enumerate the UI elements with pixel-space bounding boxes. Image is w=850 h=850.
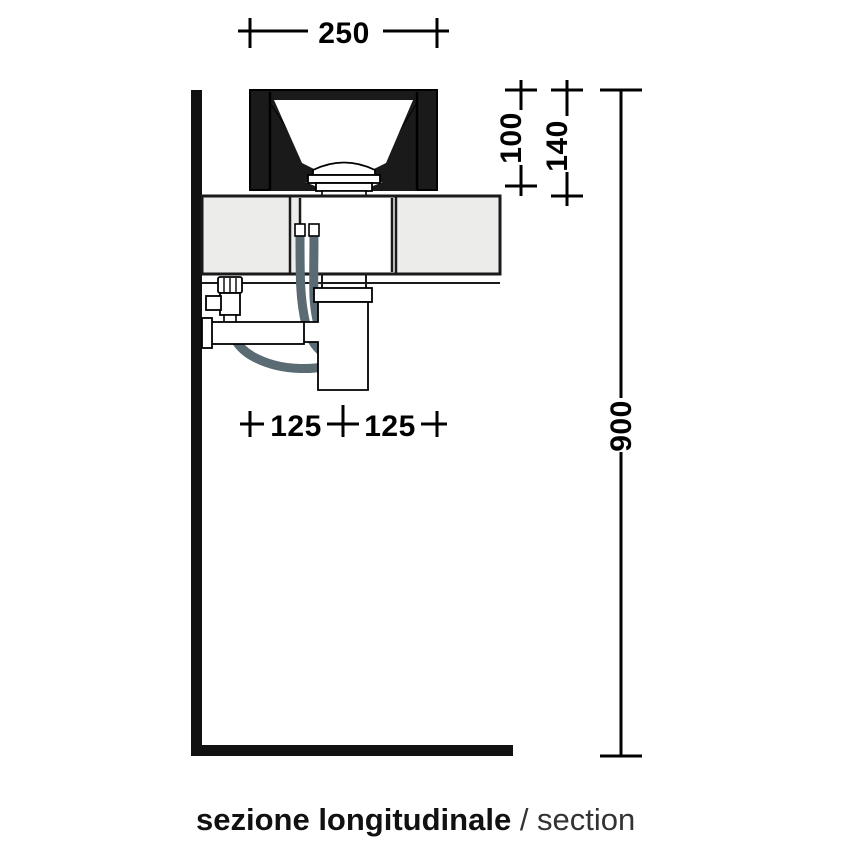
hose-connector-a [294, 223, 306, 237]
wall-section [191, 90, 202, 756]
waste-wall-escutcheon [201, 317, 213, 349]
basin-slope-left [270, 104, 330, 183]
dim-100-label: 100 [495, 112, 528, 164]
valve-wall-inlet [205, 295, 222, 311]
caption-text: sezione longitudinale / section [196, 802, 635, 837]
drain-flange-upper [307, 174, 381, 184]
counter-panel-group [200, 194, 502, 284]
dim-900-label: 900 [605, 400, 638, 452]
waste-pipe-horizontal [205, 321, 305, 345]
valve-body [219, 292, 241, 316]
dim-125-right-label: 125 [364, 410, 416, 443]
caption-separator: / [511, 802, 537, 837]
basin-underside [270, 150, 417, 191]
hose-connector-b [308, 223, 320, 237]
basin-slope-right [360, 104, 417, 183]
floor-line [191, 745, 513, 756]
dimension-140-group: 140 [541, 80, 583, 206]
caption-group: sezione longitudinale / section [196, 802, 635, 837]
dimension-125-group: 125 125 [240, 405, 447, 443]
dimension-250-group: 250 [238, 17, 449, 50]
basin-inner-cavity [274, 100, 413, 176]
dim-250-label: 250 [318, 17, 370, 50]
trap-body [301, 301, 369, 391]
caption-light-part: section [537, 802, 635, 837]
dimension-100-group: 100 [495, 80, 537, 196]
caption-bold-part: sezione longitudinale [196, 802, 511, 837]
dim-125-left-label: 125 [270, 410, 322, 443]
wall-and-floor-group [191, 90, 513, 756]
bottle-trap [201, 287, 373, 391]
washbasin-funnel [249, 89, 438, 191]
angle-valve [205, 276, 243, 326]
basin-side-walls [268, 92, 419, 190]
dim-140-label: 140 [541, 120, 574, 172]
trap-collar [313, 287, 373, 303]
drain-dome-cap [312, 161, 376, 176]
dimension-900-group: 900 [600, 88, 642, 758]
drain-flange-lower [315, 182, 373, 192]
